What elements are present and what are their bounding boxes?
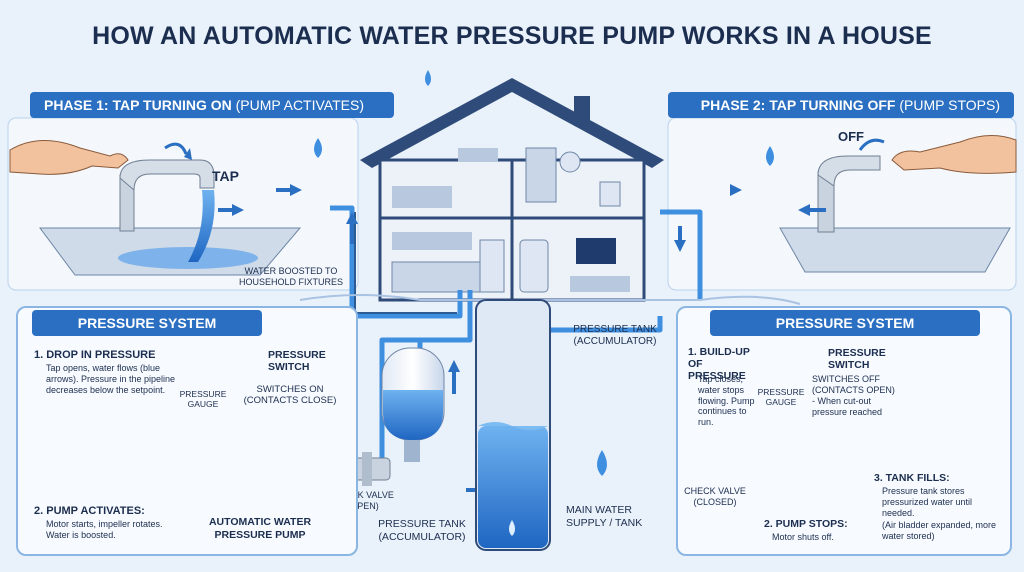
left-hand: [9, 139, 129, 175]
check-valve-open-label: CHECK VALVE (OPEN): [332, 490, 394, 511]
right-sink: [779, 227, 1011, 273]
left-step1-title: 1. DROP IN PRESSURE: [34, 349, 156, 361]
pipe-right-house: [660, 209, 703, 300]
left-step1-text: Tap opens, water flows (blue arrows). Pr…: [46, 363, 176, 395]
left-step2-title: 2. PUMP ACTIVATES:: [34, 505, 145, 517]
tank-top-label: PRESSURE TANK (ACCUMULATOR): [573, 324, 657, 347]
right-step2-title: 2. PUMP STOPS:: [764, 518, 848, 530]
right-switch-state: SWITCHES OFF (CONTACTS OPEN): [812, 374, 895, 395]
left-pressure-panel: [16, 306, 358, 556]
right-pressure-panel: [676, 306, 1012, 556]
phase2-sub: (PUMP STOPS): [899, 97, 1000, 113]
house-roof: [360, 78, 664, 168]
boosted-label: WATER BOOSTED TO HOUSEHOLD FIXTURES: [238, 266, 343, 287]
right-system-title: PRESSURE SYSTEM: [710, 310, 980, 336]
right-step1-title: 1. BUILD-UP OF PRESSURE: [688, 346, 750, 383]
left-switch-label: PRESSURE SWITCH: [268, 349, 326, 374]
off-label: OFF: [838, 129, 864, 144]
right-step3-text: Pressure tank stores pressurized water u…: [882, 486, 973, 518]
right-step2-text: Motor shuts off.: [772, 532, 834, 542]
page-title: HOW AN AUTOMATIC WATER PRESSURE PUMP WOR…: [92, 22, 932, 50]
phase1-label: PHASE 1: TAP TURNING ON: [44, 97, 232, 113]
tap-label: TAP: [212, 168, 239, 184]
phase2-banner: PHASE 2: TAP TURNING OFF (PUMP STOPS): [668, 92, 1014, 118]
right-step3-title: 3. TANK FILLS:: [874, 472, 950, 484]
right-step1-text: Tap closes, water stops flowing. Pump co…: [698, 374, 755, 428]
right-gauge-label: PRESSURE GAUGE: [757, 387, 805, 408]
left-switch-state: SWITCHES ON (CONTACTS CLOSE): [243, 384, 337, 407]
right-step3-note: (Air bladder expanded, more water stored…: [882, 520, 997, 541]
right-switch-label: PRESSURE SWITCH: [828, 347, 886, 372]
phase2-label: PHASE 2: TAP TURNING OFF: [700, 97, 896, 113]
main-supply-label: MAIN WATER SUPPLY / TANK: [566, 504, 643, 529]
left-system-title: PRESSURE SYSTEM: [32, 310, 262, 336]
phase1-sub: (PUMP ACTIVATES): [235, 97, 364, 113]
tank-bottom-label: PRESSURE TANK (ACCUMULATOR): [378, 518, 466, 543]
auto-pump-label: AUTOMATIC WATER PRESSURE PUMP: [208, 516, 312, 541]
phase1-banner: PHASE 1: TAP TURNING ON (PUMP ACTIVATES): [30, 92, 394, 118]
right-hand: [891, 135, 1017, 174]
flow-arrow: [290, 184, 302, 196]
left-step2-text: Motor starts, impeller rotates. Water is…: [46, 519, 163, 540]
left-gauge-label: PRESSURE GAUGE: [179, 389, 227, 410]
right-check-valve-label: CHECK VALVE (CLOSED): [684, 486, 746, 507]
right-switch-note: - When cut-out pressure reached: [812, 396, 883, 417]
